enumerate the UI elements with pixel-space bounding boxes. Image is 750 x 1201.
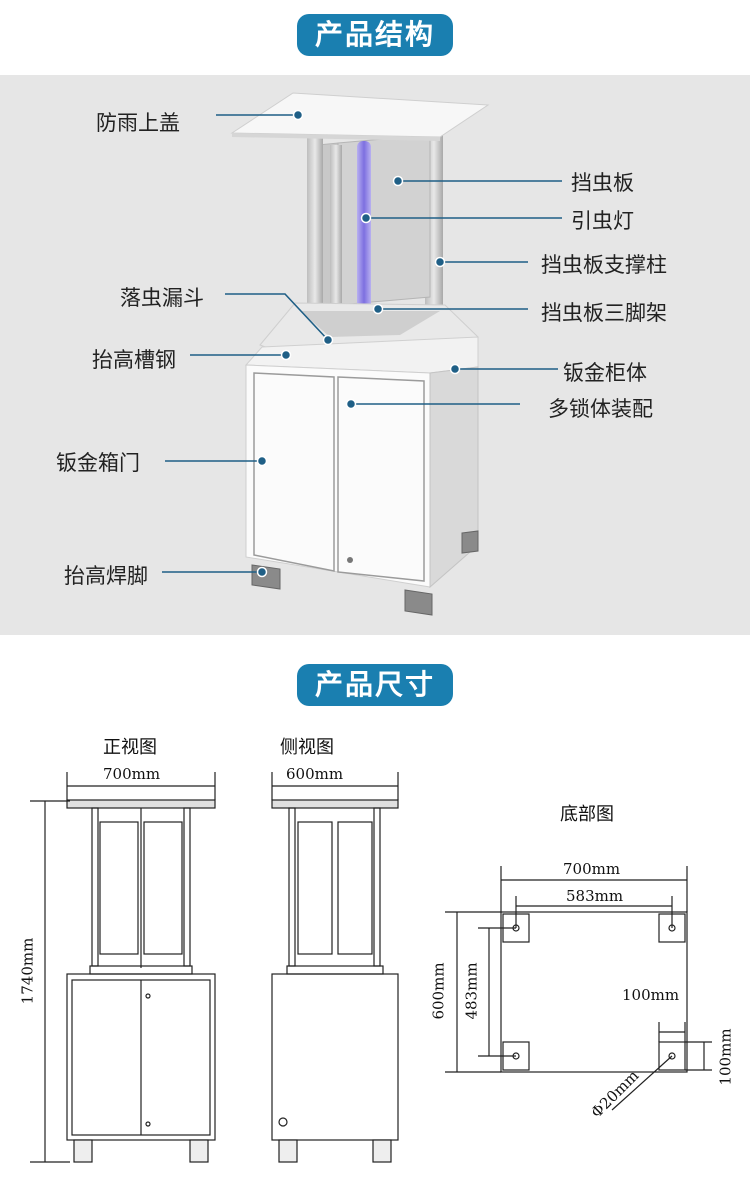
foot-front-right [404,589,433,616]
side-view-drawing [271,772,399,1163]
front-view-drawing [30,772,216,1163]
label-baffle-column: 挡虫板支撑柱 [541,253,667,277]
front-column-left [307,137,323,352]
dim-foot-size-h: 100mm [622,986,680,1004]
label-raised-channel: 抬高槽钢 [92,348,176,372]
dim-bottom-hole-depth: 483mm [462,962,481,1020]
label-cabinet-door: 钣金箱门 [56,451,140,475]
rain-cover-edge [232,133,440,141]
structure-panel: 防雨上盖 挡虫板 引虫灯 挡虫板支撑柱 落虫漏斗 挡虫板三脚架 抬高槽钢 钣金柜… [0,75,750,635]
door-left-outline [253,372,335,572]
front-view-title: 正视图 [103,737,157,758]
baffle-panel [337,134,431,306]
dim-side-width: 600mm [286,765,344,783]
lock-keyhole-bottom [347,557,353,563]
cabinet-side [429,366,479,589]
lure-lamp-tube [357,141,371,311]
label-cabinet: 钣金柜体 [563,361,647,385]
label-rain-cover: 防雨上盖 [96,111,180,135]
front-column-inner [330,145,342,345]
label-multi-lock: 多锁体装配 [548,397,653,421]
dim-front-width: 700mm [103,765,161,783]
label-lure-lamp: 引虫灯 [571,209,634,233]
label-funnel: 落虫漏斗 [120,286,204,310]
side-view-title: 侧视图 [280,737,334,758]
product-illustration [162,92,562,616]
funnel-inner [300,311,440,337]
leader-lines [162,114,562,573]
dim-bottom-depth: 600mm [429,962,448,1020]
label-raised-feet: 抬高焊脚 [64,564,148,588]
door-right-outline [337,376,425,582]
label-baffle-tripod: 挡虫板三脚架 [541,301,667,325]
dim-bottom-width: 700mm [563,860,621,878]
dim-height: 1740mm [18,937,37,1005]
label-baffle: 挡虫板 [571,171,634,195]
bottom-view-title: 底部图 [560,804,614,825]
dim-hole-diameter: Φ20mm [587,1066,643,1122]
dim-bottom-hole-span: 583mm [566,887,624,905]
dimensions-section-title: 产品尺寸 [296,664,454,706]
structure-section-title: 产品结构 [296,14,454,56]
dim-foot-size-v: 100mm [716,1028,735,1086]
leader-dots [256,109,461,578]
foot-back-right [461,530,479,554]
